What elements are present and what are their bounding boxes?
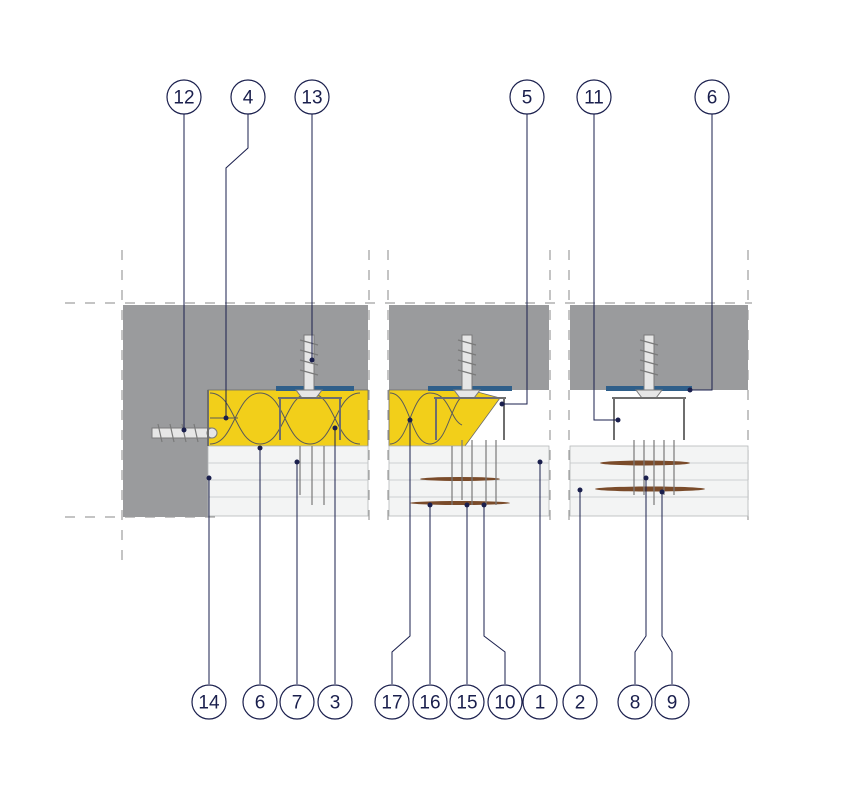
callout-4: 4 — [230, 79, 266, 115]
callout-14: 14 — [191, 684, 227, 720]
leader-6-top — [690, 114, 713, 391]
leader-5 — [502, 114, 528, 405]
leader-dots — [181, 357, 693, 508]
sealing-strip — [276, 386, 354, 391]
adhesive — [410, 501, 510, 505]
callout-label: 11 — [584, 88, 604, 109]
callouts-bottom: 14 6 7 3 17 16 15 10 — [191, 684, 690, 720]
callout-label: 9 — [667, 693, 678, 714]
callout-11: 11 — [576, 79, 612, 115]
callout-label: 7 — [292, 693, 303, 714]
profile — [278, 397, 342, 440]
callout-3: 3 — [317, 684, 353, 720]
callout-label: 1 — [535, 693, 546, 714]
callout-label: 17 — [381, 693, 402, 714]
concrete-slab-left — [123, 305, 368, 390]
leader-8 — [634, 478, 647, 684]
callout-label: 15 — [456, 693, 477, 714]
callout-8: 8 — [617, 684, 653, 720]
callout-1: 1 — [522, 684, 558, 720]
gypsum-boards — [207, 445, 749, 517]
adhesive — [595, 486, 705, 492]
metal-profiles — [207, 390, 686, 446]
callout-label: 4 — [243, 88, 254, 109]
callout-label: 5 — [522, 88, 533, 109]
board-left — [207, 445, 369, 517]
callout-label: 16 — [419, 693, 440, 714]
callout-label: 13 — [301, 88, 322, 109]
anchor — [635, 334, 663, 399]
callout-10: 10 — [487, 684, 523, 720]
callout-label: 12 — [173, 88, 194, 109]
leader-9 — [661, 492, 673, 684]
callout-17: 17 — [374, 684, 410, 720]
callout-6-top: 6 — [694, 79, 730, 115]
board-right — [569, 445, 749, 517]
leader-lines — [183, 114, 713, 684]
adhesive — [420, 477, 500, 481]
callout-label: 8 — [630, 693, 641, 714]
callout-label: 10 — [494, 693, 515, 714]
callout-9: 9 — [654, 684, 690, 720]
callout-15: 15 — [449, 684, 485, 720]
callout-12: 12 — [166, 79, 202, 115]
sealing-strips — [276, 386, 692, 391]
leader-11 — [593, 114, 618, 421]
anchor — [295, 334, 323, 399]
profile — [612, 397, 686, 440]
callout-label: 6 — [707, 88, 718, 109]
callout-13: 13 — [294, 79, 330, 115]
callout-label: 14 — [198, 693, 220, 714]
callout-2: 2 — [562, 684, 598, 720]
callout-label: 3 — [330, 693, 341, 714]
callout-label: 2 — [575, 693, 586, 714]
callout-label: 6 — [255, 693, 266, 714]
callouts-top: 12 4 13 5 11 6 — [166, 79, 730, 115]
leader-17 — [391, 420, 411, 684]
concrete-slab — [123, 305, 748, 517]
screws — [299, 440, 675, 505]
adhesive — [600, 460, 690, 466]
callout-6-bottom: 6 — [242, 684, 278, 720]
mineral-wool-insulation — [207, 389, 501, 447]
leader-10 — [483, 505, 506, 684]
leader-4 — [225, 114, 249, 418]
concrete-slab-right — [570, 305, 748, 390]
callout-7: 7 — [279, 684, 315, 720]
callout-5: 5 — [509, 79, 545, 115]
callout-16: 16 — [412, 684, 448, 720]
